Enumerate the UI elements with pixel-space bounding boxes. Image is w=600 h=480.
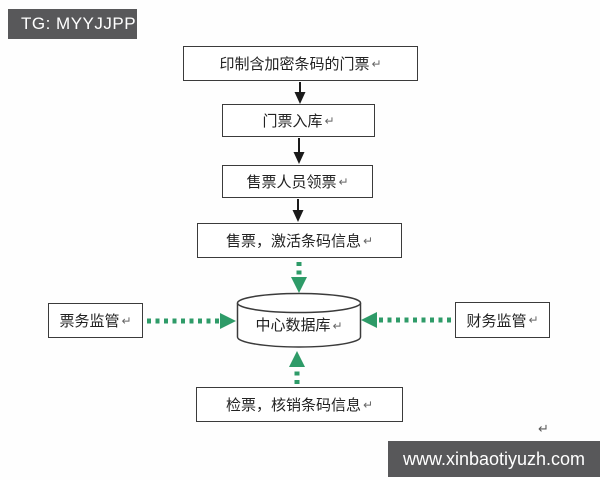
watermark-top-left: TG: MYYJJPP [8,9,137,39]
node-central-database: 中心数据库↵ [236,292,362,349]
cylinder-shape [236,292,362,348]
return-mark: ↵ [332,319,343,333]
node-label: 检票，核销条码信息 [225,397,361,414]
node-label: 票务监管 [59,313,120,330]
arrow-receive-to-sell [292,199,304,222]
arrow-ticket-supervision-to-database [147,313,236,329]
arrow-check-to-database [289,351,305,384]
node-label: 售票人员领票 [246,174,337,191]
arrow-print-to-storage [294,82,306,104]
node-sell-activate-barcode: 售票，激活条码信息↵ [197,223,402,258]
return-mark: ↵ [371,56,382,71]
return-mark: ↵ [362,233,374,248]
stray-return-mark: ↵ [538,421,549,436]
node-ticket-storage: 门票入库↵ [222,104,375,137]
return-mark: ↵ [338,174,349,189]
return-mark: ↵ [121,313,132,328]
node-label: 财务监管 [466,312,527,330]
return-mark: ↵ [528,313,539,327]
arrow-finance-supervision-to-database [361,312,451,328]
watermark-top-left-text: TG: MYYJJPP [21,14,137,33]
node-seller-receives-tickets: 售票人员领票↵ [222,165,373,198]
arrow-storage-to-receive [293,138,305,164]
return-mark: ↵ [362,397,374,412]
node-print-encrypted-barcode-tickets: 印制含加密条码的门票↵ [183,46,418,81]
watermark-bottom-right: www.xinbaotiyuzh.com [388,441,600,477]
node-ticket-supervision: 票务监管↵ [48,303,143,338]
node-label: 中心数据库 [255,317,331,334]
arrow-sell-to-database [291,262,307,293]
node-label: 售票，激活条码信息 [225,233,361,250]
watermark-bottom-right-text: www.xinbaotiyuzh.com [402,448,586,469]
node-check-verify-barcode: 检票，核销条码信息↵ [196,387,403,422]
node-label: 印制含加密条码的门票 [219,56,370,73]
node-label: 门票入库 [262,113,323,130]
return-mark: ↵ [324,113,335,128]
node-finance-supervision: 财务监管↵ [455,302,550,338]
